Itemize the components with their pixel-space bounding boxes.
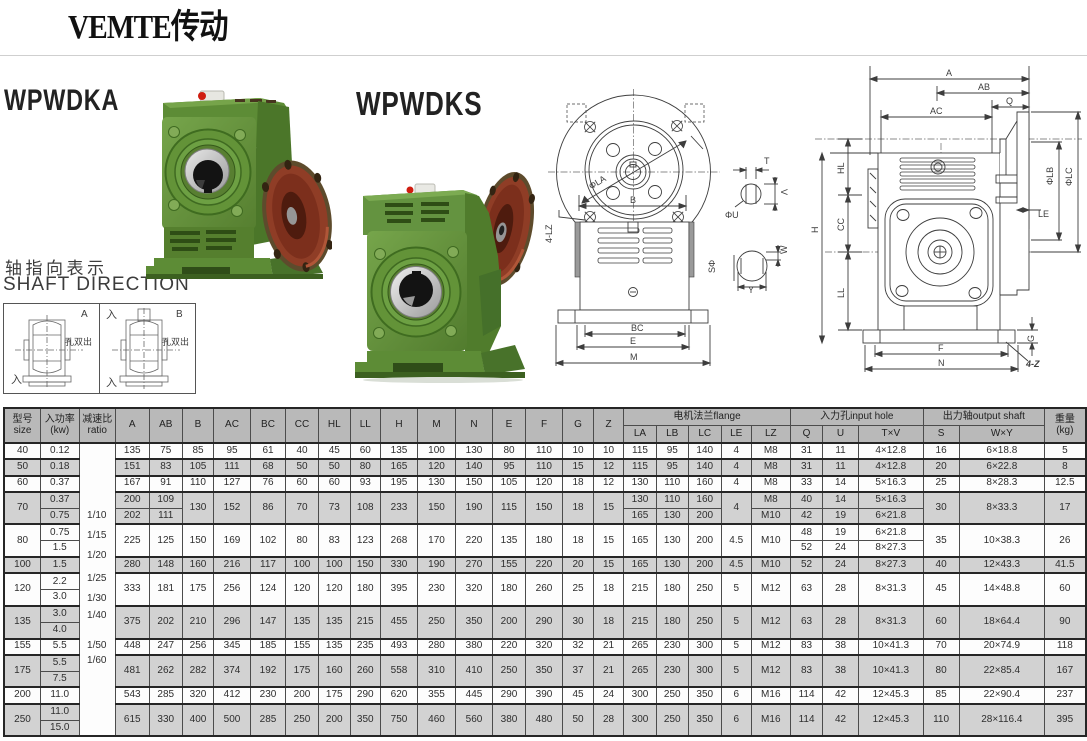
svg-text:AC: AC [930,106,943,116]
svg-text:LL: LL [836,288,846,298]
svg-text:SΦ: SΦ [707,260,717,273]
svg-text:W: W [779,245,789,254]
svg-text:ΦLA: ΦLA [587,173,608,191]
svg-text:入: 入 [106,309,117,321]
svg-text:G: G [1026,335,1036,342]
svg-text:孔双出: 孔双出 [65,336,92,347]
svg-text:E: E [630,336,636,346]
svg-text:LE: LE [1038,209,1049,219]
svg-text:B: B [630,195,636,205]
svg-text:入: 入 [106,377,117,389]
svg-text:Q: Q [1006,96,1013,106]
svg-text:ΦU: ΦU [725,210,739,220]
svg-text:ΦLC: ΦLC [1064,167,1074,186]
svg-text:4-Z: 4-Z [1025,359,1040,369]
svg-text:HL: HL [836,162,846,174]
svg-text:BC: BC [631,323,644,333]
svg-text:A: A [946,68,952,78]
svg-text:4-LZ: 4-LZ [545,224,554,243]
svg-text:H: H [810,227,820,234]
svg-text:N: N [938,358,945,368]
svg-text:B: B [176,309,183,320]
svg-text:A: A [81,309,88,320]
svg-text:入: 入 [11,374,22,386]
svg-text:M: M [630,352,638,362]
svg-text:T: T [764,156,770,166]
svg-text:CC: CC [836,218,846,231]
svg-text:AB: AB [978,82,990,92]
svg-text:F: F [938,343,944,353]
svg-text:孔双出: 孔双出 [162,336,189,347]
svg-text:Y: Y [748,285,754,295]
svg-text:V: V [779,189,789,195]
svg-text:ΦLB: ΦLB [1045,167,1055,185]
